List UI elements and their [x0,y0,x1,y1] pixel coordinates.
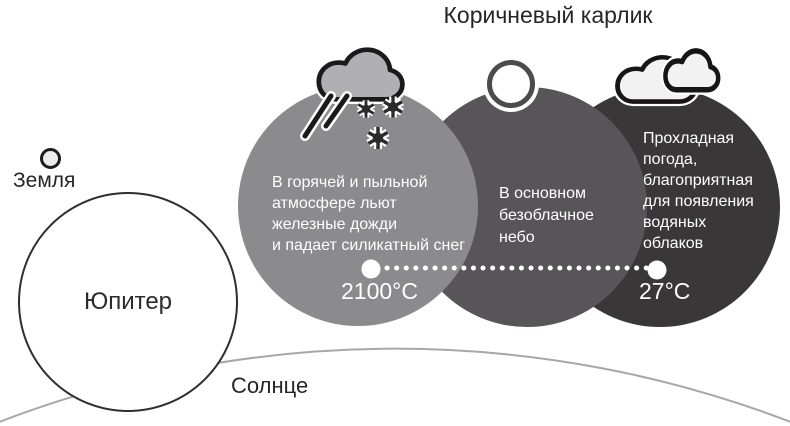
text-line: В горячей и пыльной [272,174,428,191]
text-line: благоприятная [643,172,753,189]
text-line: В основном [499,185,586,202]
clear-sky-circle-icon [487,60,535,108]
jupiter-circle: Юпитер [18,192,238,412]
text-line: железные дожди [272,216,397,233]
page-title: Коричневый карлик [443,2,653,28]
text-line: небо [499,229,535,246]
sun-label: Солнце [231,373,309,398]
cool-temperature-label: 27°C [639,278,691,304]
jupiter-label: Юпитер [83,288,173,315]
dwarf-cool-description: Прохладная погода, благоприятная для поя… [643,128,754,254]
text-line: атмосфере льют [272,195,397,212]
earth-circle [40,148,61,169]
storm-cloud-rain-snow-icon [300,38,418,156]
text-line: для появления [643,193,754,210]
text-line: облаков [643,235,704,252]
text-line: безоблачное [499,207,594,224]
dwarf-hot-description: В горячей и пыльной атмосфере льют желез… [272,172,465,256]
hot-temperature-label: 2100°C [341,278,418,304]
text-line: водяных [643,214,707,231]
dwarf-circle-hot [238,86,478,326]
text-line: и падает силикатный снег [272,237,466,254]
text-line: Прохладная [643,130,735,147]
earth-label: Земля [13,169,76,192]
dwarf-mid-description: В основном безоблачное небо [499,183,594,249]
text-line: погода, [643,151,698,168]
water-clouds-icon [606,44,728,110]
